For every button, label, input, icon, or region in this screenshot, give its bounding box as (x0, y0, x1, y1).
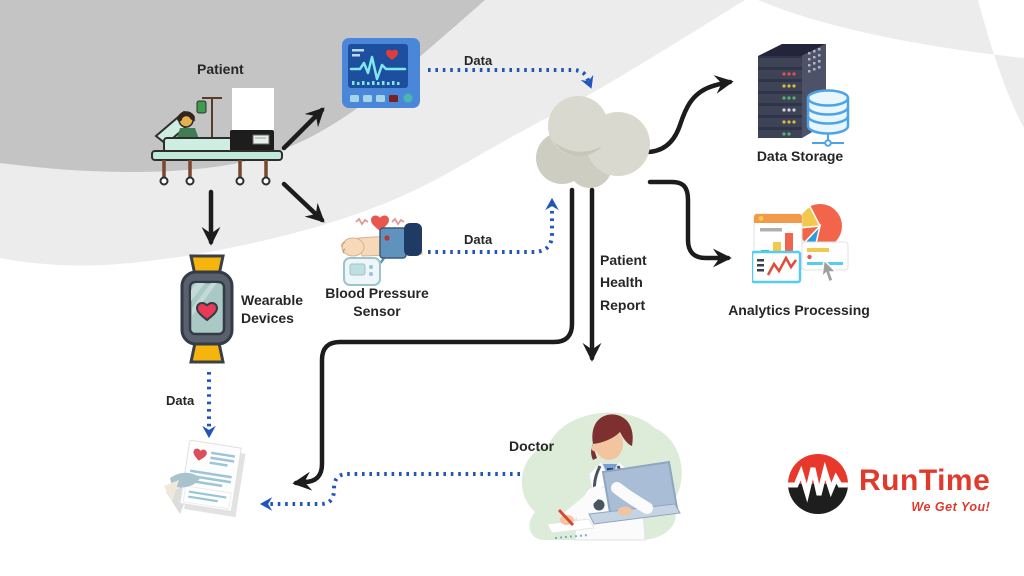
data-label-wearable: Data (166, 393, 195, 408)
patient-label: Patient (197, 61, 244, 77)
vitals-monitor-node (342, 38, 420, 117)
arrow-cloud-to-report (292, 187, 575, 491)
runtime-logo-text: RunTime We Get You! (859, 452, 991, 515)
patient-health-report-label: Patient Health Report (600, 252, 647, 313)
heart-icon (386, 49, 398, 60)
analytics-dashboard-icon (750, 204, 849, 284)
data-storage-node (750, 40, 850, 155)
logo-tagline: We Get You! (911, 500, 991, 514)
arrow-patient-to-bp-sensor (281, 181, 325, 223)
runtime-logo-mark (788, 454, 848, 514)
patient-node (150, 88, 285, 193)
iv-bag-icon (196, 100, 207, 114)
doctor-with-laptop-icon (521, 412, 682, 541)
medical-report-icon (164, 439, 246, 518)
blood-pressure-cuff-icon (341, 215, 423, 286)
heart-icon (195, 301, 219, 322)
background-lightgray-stripe-right (758, 0, 1024, 128)
dotted-doctor-to-report (259, 472, 520, 511)
blood-pressure-sensor-label: Blood Pressure Sensor (325, 285, 429, 320)
database-icon (806, 89, 850, 147)
runtime-logo: RunTime We Get You! (786, 452, 990, 516)
doctor-hair (592, 414, 633, 446)
hospital-bed-icon (151, 88, 283, 186)
pie-chart-icon (797, 204, 842, 249)
arrow-cloud-to-analytics (647, 179, 732, 268)
dotted-bp-to-cloud (428, 197, 559, 254)
arrow-patient-to-monitor (281, 107, 325, 151)
data-label-bp: Data (464, 232, 493, 247)
health-report-node (162, 439, 258, 531)
arrow-cloud-to-storage (643, 75, 734, 155)
dotted-monitor-to-cloud (428, 68, 594, 89)
server-database-icon (758, 44, 850, 147)
line-chart-icon (750, 250, 802, 284)
cursor-icon (821, 258, 838, 284)
logo-name: RunTime (859, 464, 991, 497)
wearable-devices-label: Wearable Devices (241, 292, 303, 327)
doctor-node (505, 392, 690, 555)
analytics-processing-label: Analytics Processing (728, 302, 870, 318)
data-storage-label: Data Storage (756, 148, 844, 164)
analytics-node (750, 202, 852, 299)
ecg-monitor-icon (342, 38, 420, 108)
wearable-node (178, 254, 236, 371)
cloud-node (528, 86, 656, 199)
doctor-label: Doctor (509, 438, 555, 454)
heart-icon (371, 215, 389, 231)
smartwatch-icon (180, 254, 234, 364)
heart-icon (193, 448, 207, 461)
bp-sensor-node (328, 208, 433, 293)
cloud-icon (536, 96, 650, 188)
data-label-monitor: Data (464, 53, 493, 68)
